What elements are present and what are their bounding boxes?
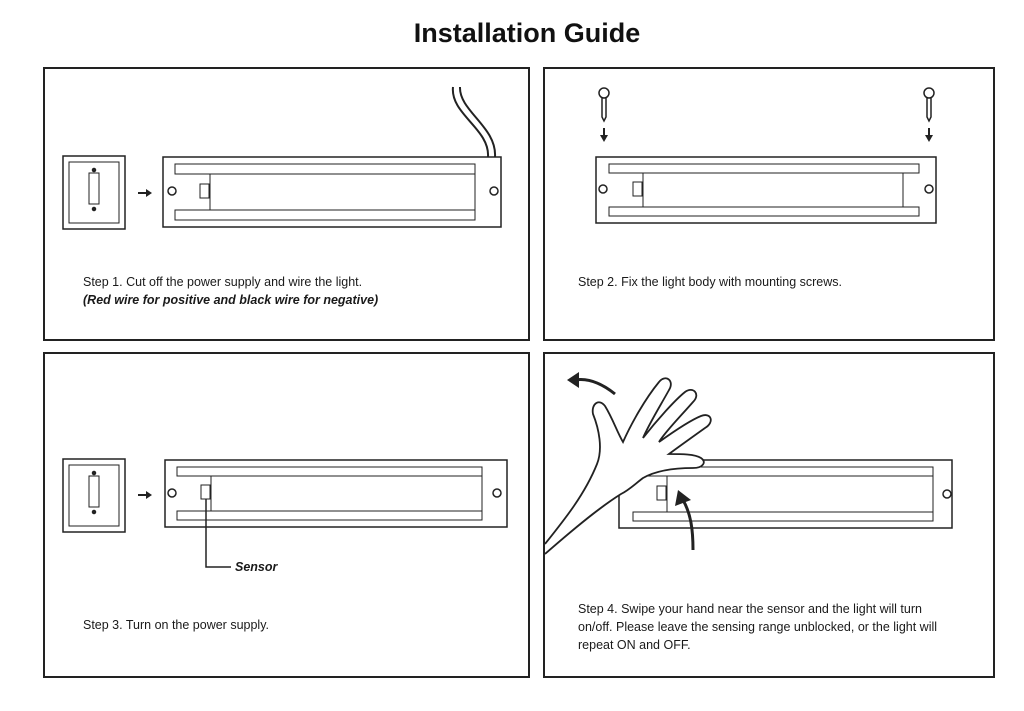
step-4-text: Step 4. Swipe your hand near the sensor … bbox=[578, 602, 938, 652]
step-3-illustration bbox=[62, 458, 508, 568]
swipe-arrow-icon bbox=[574, 378, 616, 396]
red-wire-icon bbox=[458, 86, 497, 158]
wall-switch-icon bbox=[62, 458, 126, 533]
light-bar-icon bbox=[595, 156, 937, 224]
light-bar-icon bbox=[164, 459, 508, 528]
screw-icon bbox=[598, 87, 610, 142]
step-1-illustration bbox=[62, 86, 502, 230]
page-title: Installation Guide bbox=[413, 18, 641, 48]
step-4-panel: Step 4. Swipe your hand near the sensor … bbox=[543, 352, 995, 678]
step-1-note: (Red wire for positive and black wire fo… bbox=[83, 293, 379, 307]
step-3-text: Step 3. Turn on the power supply. bbox=[83, 618, 269, 632]
step-2-panel: Step 2. Fix the light body with mounting… bbox=[543, 67, 995, 341]
light-bar-icon bbox=[162, 156, 502, 228]
step-2-text: Step 2. Fix the light body with mounting… bbox=[578, 275, 843, 289]
sensor-callout-line bbox=[205, 499, 231, 568]
black-wire-icon bbox=[451, 86, 490, 158]
step-1-text: Step 1. Cut off the power supply and wir… bbox=[83, 275, 363, 289]
wall-switch-icon bbox=[62, 155, 126, 230]
up-arrow-icon bbox=[681, 499, 695, 551]
screw-icon bbox=[923, 87, 935, 142]
step-1-panel: Step 1. Cut off the power supply and wir… bbox=[43, 67, 530, 341]
step-3-panel: Sensor Step 3. Turn on the power supply. bbox=[43, 352, 530, 678]
hand-icon bbox=[545, 377, 712, 555]
step-2-illustration bbox=[595, 87, 937, 224]
step-4-illustration bbox=[545, 372, 953, 555]
sensor-label: Sensor bbox=[235, 560, 278, 574]
